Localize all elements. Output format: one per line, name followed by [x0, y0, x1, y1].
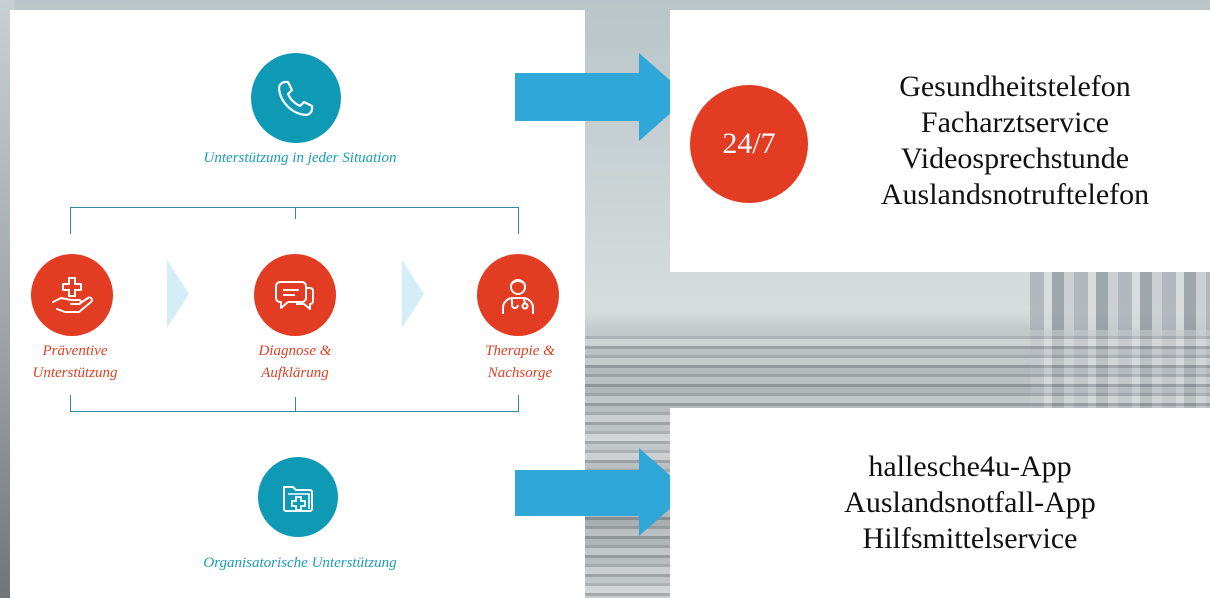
- service-box-apps: hallesche4u-App Auslandsnotfall-App Hilf…: [670, 408, 1210, 598]
- step-label-2-line1: Diagnose &: [258, 343, 332, 359]
- service-item: Gesundheitstelefon: [899, 70, 1131, 103]
- step-label-1: Präventive Unterstützung: [10, 340, 140, 384]
- bracket-top-center: [295, 207, 296, 219]
- arrow-right-icon: [515, 448, 690, 536]
- doctor-icon: [477, 254, 559, 336]
- step-label-3: Therapie & Nachsorge: [465, 340, 575, 384]
- hand-medical-icon: [31, 254, 113, 336]
- step-label-2: Diagnose & Aufklärung: [225, 340, 365, 384]
- service-item: Auslandsnotruftelefon: [880, 178, 1150, 211]
- bracket-top: [70, 207, 519, 234]
- service-item: hallesche4u-App: [868, 450, 1072, 483]
- bottom-caption: Organisatorische Unterstützung: [203, 555, 397, 571]
- availability-badge: 24/7: [690, 85, 808, 203]
- bracket-bottom-center: [295, 397, 296, 411]
- care-diagram-panel: Unterstützung in jeder Situation Prävent…: [10, 10, 585, 598]
- step-label-2-line2: Aufklärung: [261, 365, 329, 381]
- service-item: Videosprechstunde: [900, 142, 1130, 175]
- phone-icon: [251, 53, 341, 143]
- chevron-right-icon: [402, 260, 424, 328]
- service-item: Auslandsnotfall-App: [844, 486, 1096, 519]
- step-label-3-line1: Therapie &: [485, 343, 555, 359]
- arrow-right-icon: [515, 53, 690, 141]
- chevron-right-icon: [167, 260, 189, 328]
- step-label-1-line2: Unterstützung: [32, 365, 118, 381]
- chat-bubbles-icon: [254, 254, 336, 336]
- folder-medical-icon: [258, 457, 338, 537]
- service-item: Hilfsmittelservice: [862, 522, 1078, 555]
- step-label-3-line2: Nachsorge: [487, 365, 553, 381]
- top-caption: Unterstützung in jeder Situation: [203, 150, 397, 166]
- bracket-bottom: [70, 395, 519, 412]
- step-label-1-line1: Präventive: [42, 343, 108, 359]
- service-item: Facharztservice: [920, 106, 1110, 139]
